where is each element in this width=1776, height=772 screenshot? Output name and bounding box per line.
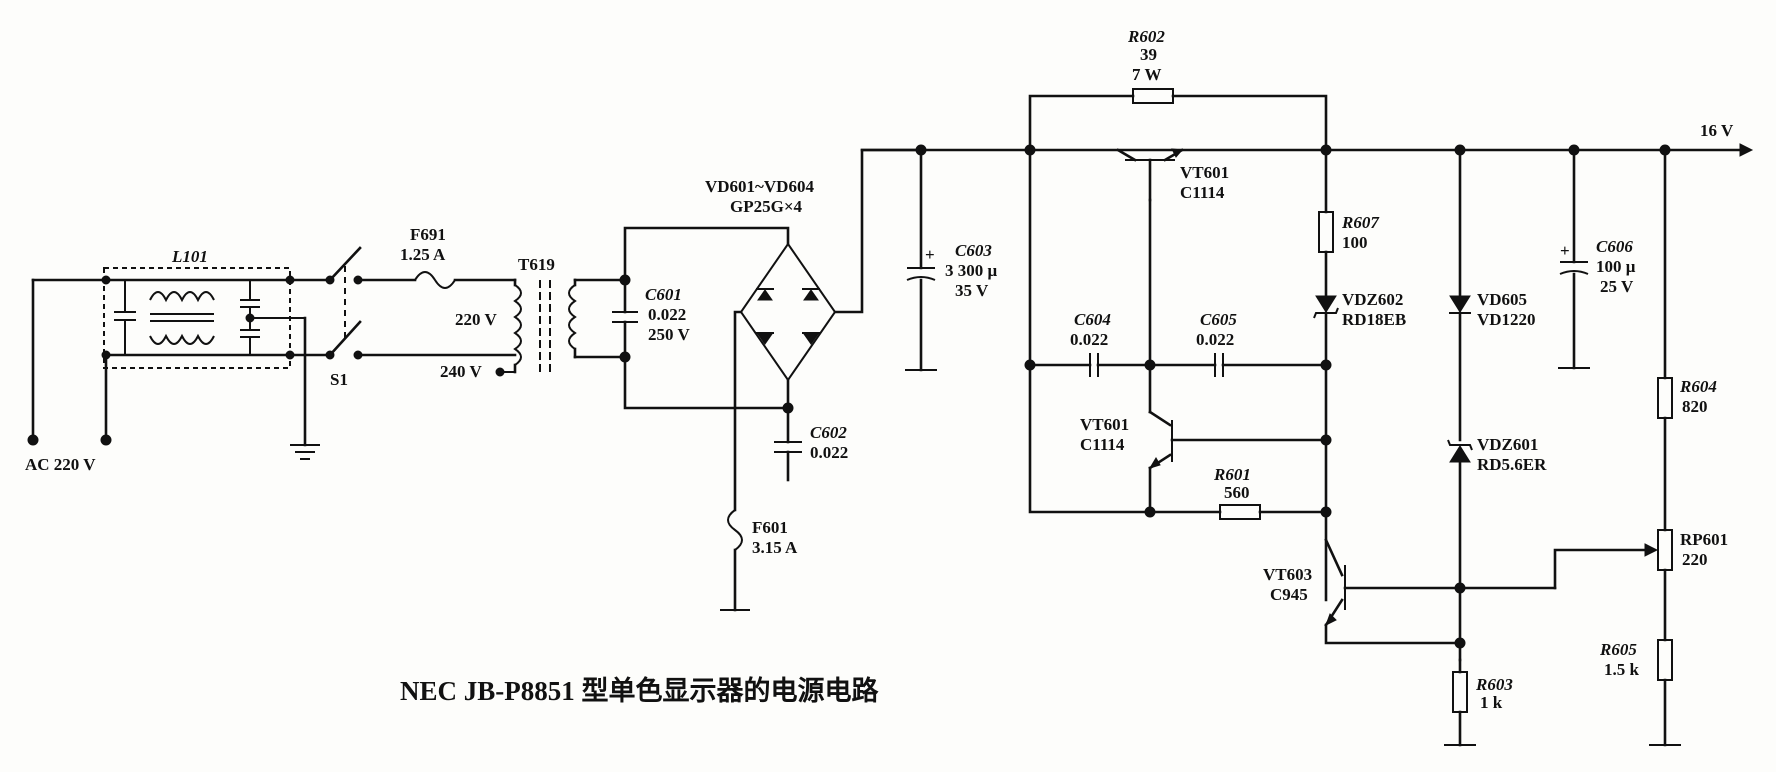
vt601a-value: C1114 (1180, 183, 1225, 202)
vdz602-ref: VDZ602 (1342, 290, 1403, 309)
capacitor-c606: + C606 100 μ 25 V (1558, 148, 1636, 370)
resistor-r605: R605 1.5 k (1599, 639, 1681, 747)
diagram-title: NEC JB-P8851 型单色显示器的电源电路 (400, 675, 879, 706)
bridge-value: GP25G×4 (730, 197, 803, 216)
input-label: AC 220 V (25, 455, 96, 474)
output-label: 16 V (1700, 121, 1734, 140)
c601-ref: C601 (645, 285, 682, 304)
vt601b-ref: VT601 (1080, 415, 1129, 434)
vt603-value: C945 (1270, 585, 1308, 604)
r602-rating: 7 W (1132, 65, 1161, 84)
capacitor-c604: C604 0.022 (1024, 310, 1152, 377)
rp601-value: 220 (1682, 550, 1708, 569)
capacitor-c603: + C603 3 300 μ 35 V (905, 144, 998, 372)
r604-value: 820 (1682, 397, 1708, 416)
potentiometer-rp601: RP601 220 (1553, 529, 1728, 642)
resistor-r601: R601 560 (1148, 465, 1328, 520)
wire (623, 355, 790, 410)
t619-ref: T619 (518, 255, 555, 274)
f691-value: 1.25 A (400, 245, 446, 264)
fuse-f691: F691 1.25 A (356, 225, 517, 357)
vd605-ref: VD605 (1477, 290, 1527, 309)
r601-value: 560 (1224, 483, 1250, 502)
r603-ref: R603 (1475, 675, 1513, 694)
c604-ref: C604 (1074, 310, 1111, 329)
vdz601-value: RD5.6ER (1477, 455, 1547, 474)
vd605-value: VD1220 (1477, 310, 1536, 329)
wire (733, 310, 743, 512)
c602-ref: C602 (810, 423, 847, 442)
resistor-r602: R602 39 7 W (1024, 27, 1328, 156)
c601-rating: 250 V (648, 325, 690, 344)
bridge-rectifier: VD601~VD604 GP25G×4 (705, 177, 837, 414)
wire (833, 148, 923, 314)
t619-tap-220: 220 V (455, 310, 497, 329)
r607-value: 100 (1342, 233, 1368, 252)
r603-value: 1 k (1480, 693, 1503, 712)
c603-rating: 35 V (955, 281, 989, 300)
r601-ref: R601 (1213, 465, 1251, 484)
resistor-r603: R603 1 k (1444, 658, 1513, 747)
capacitor-c605: C605 0.022 (1144, 310, 1328, 377)
zener-vdz602: VDZ602 RD18EB (1313, 290, 1406, 602)
ac-input (27, 278, 112, 446)
vdz602-value: RD18EB (1342, 310, 1406, 329)
c606-value: 100 μ (1596, 257, 1636, 276)
resistor-r604: R604 820 (1657, 148, 1717, 532)
capacitor-c602: C602 0.022 (774, 406, 848, 482)
chassis-ground (290, 316, 320, 460)
c606-rating: 25 V (1600, 277, 1634, 296)
vt603-ref: VT603 (1263, 565, 1312, 584)
r607-ref: R607 (1341, 213, 1380, 232)
transistor-vt601-driver: VT601 C1114 (1080, 363, 1328, 518)
r602-value: 39 (1140, 45, 1157, 64)
r605-ref: R605 (1599, 640, 1637, 659)
r605-value: 1.5 k (1604, 660, 1640, 679)
resistor-r607: R607 100 (1318, 148, 1380, 297)
r604-ref: R604 (1679, 377, 1717, 396)
c603-value: 3 300 μ (945, 261, 998, 280)
wire (623, 226, 790, 282)
vt601a-ref: VT601 (1180, 163, 1229, 182)
c602-value: 0.022 (810, 443, 848, 462)
svg-text:+: + (1560, 241, 1570, 260)
wire (1028, 148, 1152, 514)
capacitor-c601: C601 0.022 250 V (612, 278, 690, 359)
t619-tap-240: 240 V (440, 362, 482, 381)
c604-value: 0.022 (1070, 330, 1108, 349)
f691-ref: F691 (410, 225, 446, 244)
svg-text:+: + (925, 245, 935, 264)
diode-vd605: VD605 VD1220 (1449, 148, 1536, 442)
c605-ref: C605 (1200, 310, 1237, 329)
l101-ref: L101 (171, 247, 208, 266)
filter-l101: L101 (101, 247, 305, 369)
c605-value: 0.022 (1196, 330, 1234, 349)
fuse-f601: F601 3.15 A (720, 509, 798, 612)
r602-ref: R602 (1127, 27, 1165, 46)
transistor-vt601-pass: VT601 C1114 (1116, 148, 1229, 202)
c601-value: 0.022 (648, 305, 686, 324)
c606-ref: C606 (1596, 237, 1633, 256)
c603-ref: C603 (955, 241, 992, 260)
f601-value: 3.15 A (752, 538, 798, 557)
f601-ref: F601 (752, 518, 788, 537)
switch-s1: S1 (288, 246, 363, 389)
rp601-ref: RP601 (1680, 530, 1728, 549)
transistor-vt603: VT603 C945 (1263, 538, 1557, 645)
s1-ref: S1 (330, 370, 348, 389)
vt601b-value: C1114 (1080, 435, 1125, 454)
zener-vdz601: VDZ601 RD5.6ER (1447, 435, 1547, 662)
transformer-t619: T619 220 V 240 V (440, 255, 577, 381)
vdz601-ref: VDZ601 (1477, 435, 1538, 454)
bridge-ref: VD601~VD604 (705, 177, 814, 196)
